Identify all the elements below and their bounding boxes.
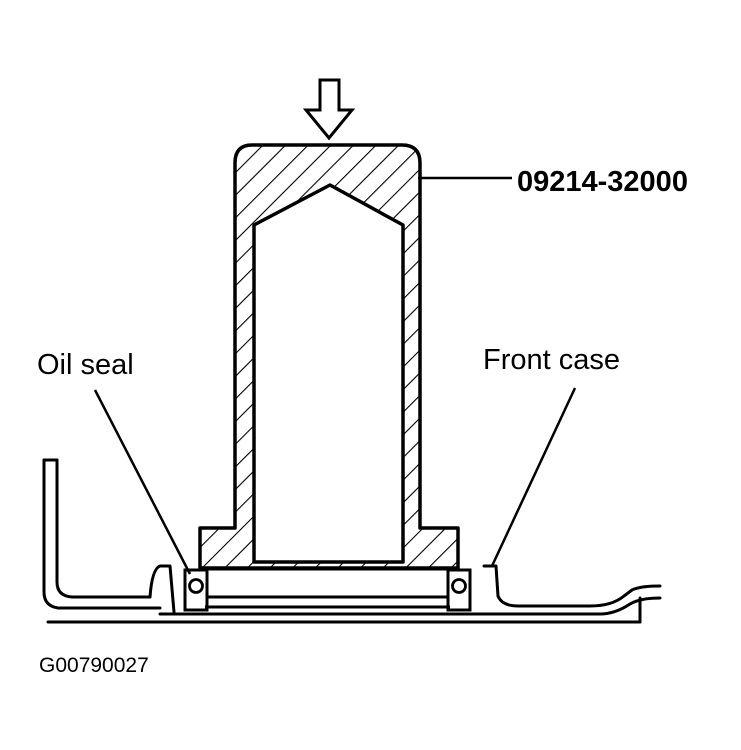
oil-seal-label: Oil seal (37, 349, 134, 381)
special-tool-body (198, 143, 460, 570)
oil-seal (183, 567, 472, 612)
front-case-leader-line (490, 387, 577, 567)
down-arrow-icon (302, 78, 356, 141)
oil-seal-leader-line (93, 389, 192, 575)
tool-part-number-label: 09214-32000 (517, 166, 688, 198)
figure-id-label: G00790027 (39, 654, 149, 677)
leader-lines (93, 176, 577, 575)
front-case-label: Front case (483, 344, 620, 376)
front-case-housing (42, 458, 662, 624)
